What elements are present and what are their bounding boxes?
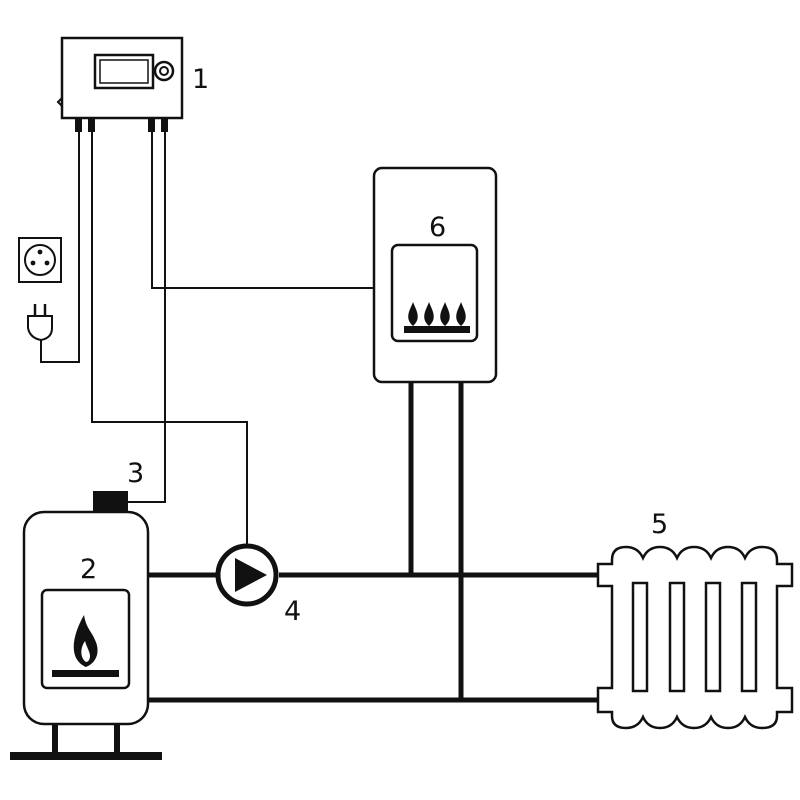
label-solid-boiler: 2: [80, 554, 97, 585]
label-pump: 4: [284, 596, 301, 627]
power-plug-icon: [27, 304, 53, 342]
gas-boiler: [372, 166, 498, 384]
gas-burner-icon: [390, 243, 479, 343]
radiator-icon: [596, 545, 794, 730]
flame-icon: [40, 588, 131, 690]
controller-icon: [56, 36, 184, 132]
label-radiator: 5: [651, 509, 668, 540]
label-sensor: 3: [127, 458, 144, 489]
temperature-sensor: [93, 491, 128, 512]
piping: [148, 382, 600, 703]
label-gas-boiler: 6: [429, 212, 446, 243]
solid-fuel-boiler: [10, 491, 162, 760]
wiring: [40, 132, 374, 545]
power-socket-icon: [18, 237, 62, 283]
label-controller: 1: [192, 64, 209, 95]
pump-icon: [215, 543, 279, 607]
